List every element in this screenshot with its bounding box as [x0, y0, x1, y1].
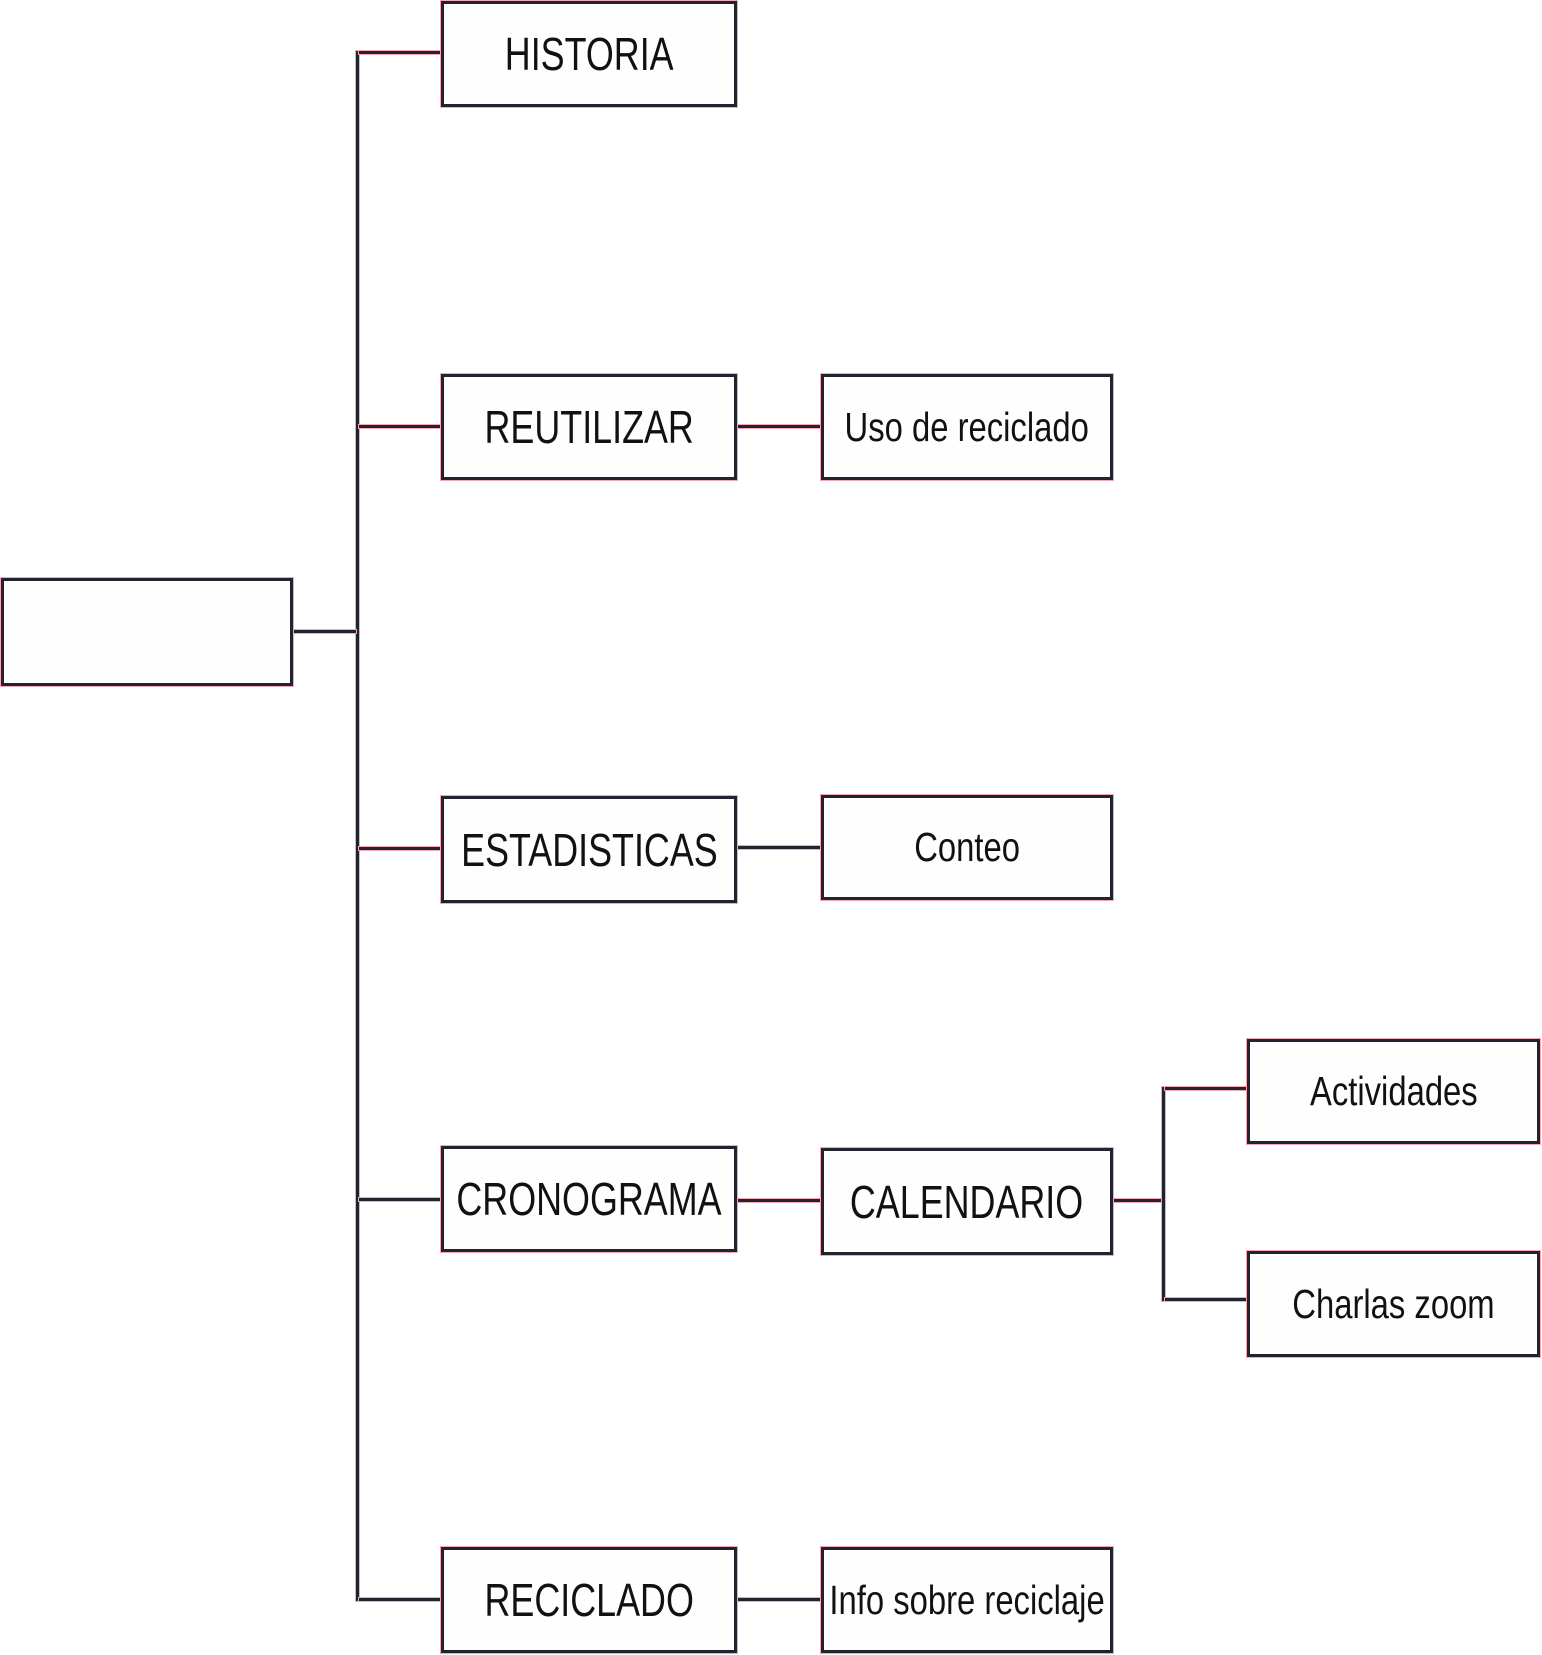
node-calendario-label: CALENDARIO	[850, 1175, 1084, 1228]
node-conteo: Conteo	[821, 795, 1113, 900]
node-reutilizar-label: REUTILIZAR	[484, 401, 694, 453]
node-info-sobre-reciclaje-label: Info sobre reciclaje	[829, 1576, 1105, 1623]
node-charlas-zoom-label: Charlas zoom	[1292, 1280, 1495, 1327]
node-actividades: Actividades	[1247, 1039, 1540, 1144]
branch-connector-historia	[359, 51, 441, 54]
root-node	[1, 578, 293, 686]
connector-calendario-junction	[1113, 1199, 1165, 1202]
node-charlas-zoom: Charlas zoom	[1247, 1251, 1540, 1357]
node-historia-label: HISTORIA	[504, 28, 674, 80]
connector-cronograma-calendario	[737, 1199, 821, 1202]
node-uso-de-reciclado-label: Uso de reciclado	[844, 403, 1090, 450]
node-reciclado: RECICLADO	[441, 1547, 737, 1653]
node-historia: HISTORIA	[441, 1, 737, 107]
trunk-vertical-line	[356, 51, 359, 1601]
connector-junction-actividades	[1165, 1087, 1247, 1090]
connector-reutilizar-uso	[737, 425, 821, 428]
branch-connector-reutilizar	[359, 425, 441, 428]
node-conteo-label: Conteo	[914, 824, 1020, 870]
node-reciclado-label: RECICLADO	[484, 1574, 694, 1626]
branch-connector-estadisticas	[359, 847, 441, 850]
node-info-sobre-reciclaje: Info sobre reciclaje	[821, 1547, 1113, 1653]
node-calendario: CALENDARIO	[821, 1148, 1113, 1255]
connector-junction-charlas	[1165, 1298, 1247, 1301]
node-actividades-label: Actividades	[1309, 1068, 1478, 1114]
connector-estadisticas-conteo	[737, 846, 821, 849]
connector-reciclado-info	[737, 1598, 821, 1601]
node-estadisticas: ESTADISTICAS	[441, 796, 737, 903]
node-uso-de-reciclado: Uso de reciclado	[821, 374, 1113, 480]
branch-connector-cronograma	[359, 1198, 441, 1201]
branch-connector-reciclado	[359, 1598, 441, 1601]
node-estadisticas-label: ESTADISTICAS	[460, 823, 718, 876]
root-connector-line	[293, 630, 356, 633]
node-cronograma: CRONOGRAMA	[441, 1146, 737, 1252]
node-cronograma-label: CRONOGRAMA	[456, 1173, 722, 1225]
junction-vertical-line	[1162, 1087, 1165, 1301]
node-reutilizar: REUTILIZAR	[441, 374, 737, 480]
